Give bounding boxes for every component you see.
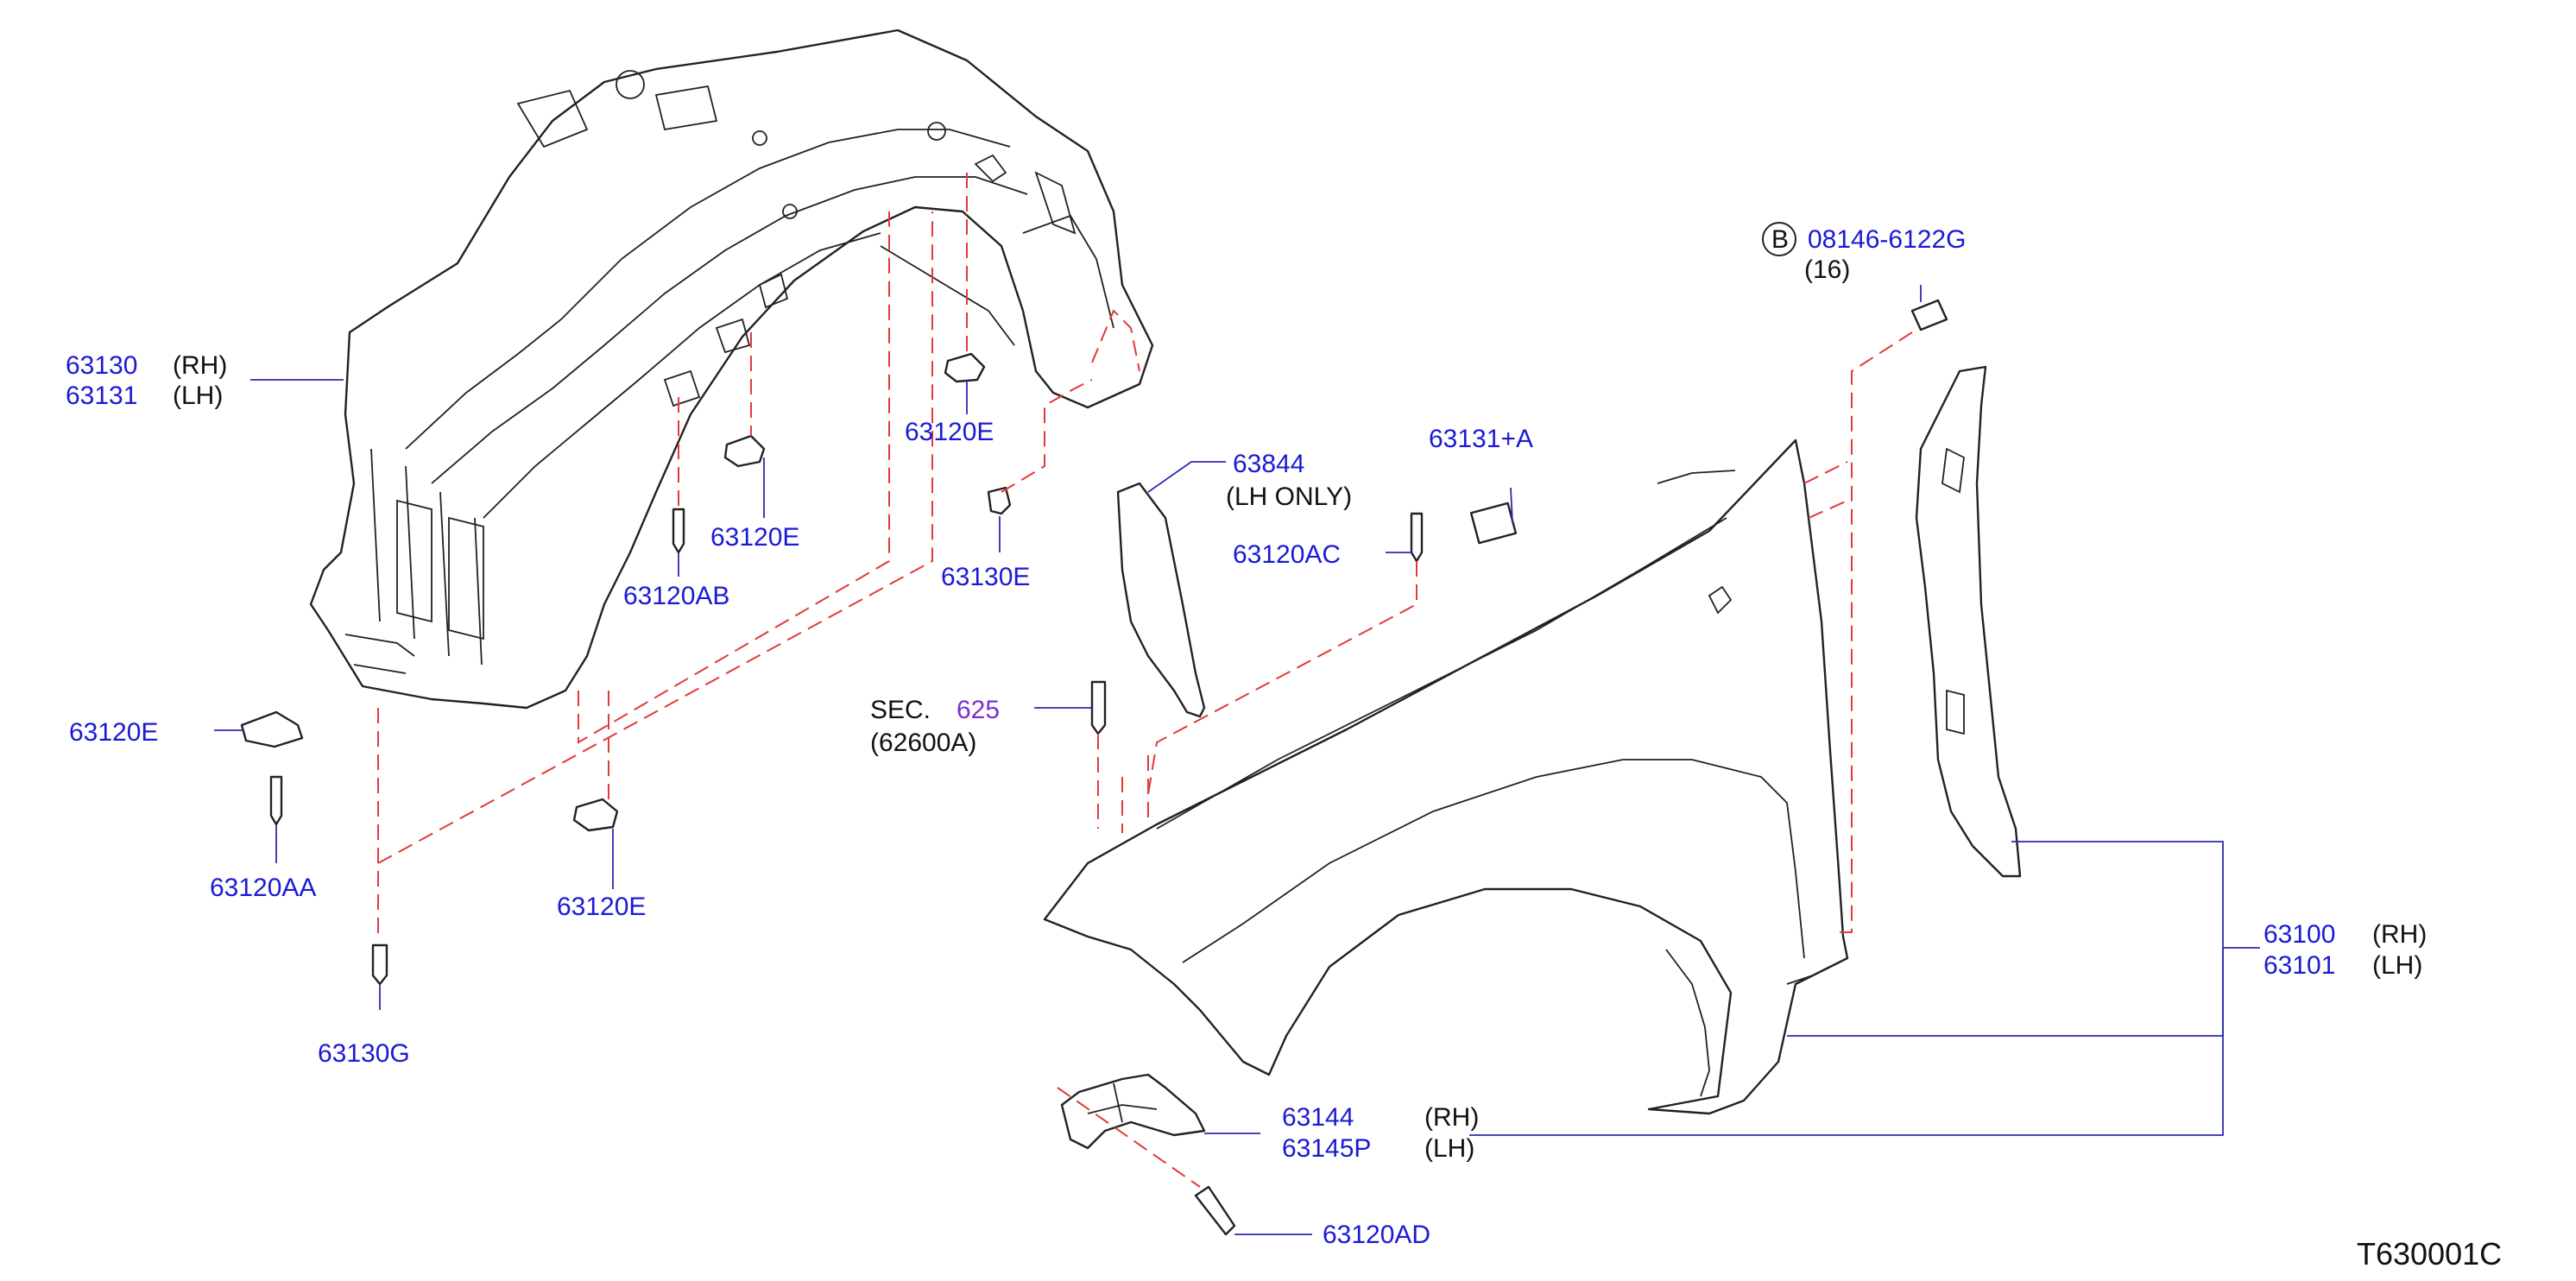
label-63144[interactable]: 63144 xyxy=(1282,1103,1354,1132)
label-sec-625[interactable]: 625 xyxy=(957,696,1000,724)
label-63131a[interactable]: 63131+A xyxy=(1429,425,1533,453)
label-63844-note: (LH ONLY) xyxy=(1226,483,1352,511)
label-63131a[interactable] xyxy=(1469,502,1518,545)
leader-lines xyxy=(214,285,2260,1235)
label-63101[interactable]: 63101 xyxy=(2263,951,2335,980)
label-63101-side: (LH) xyxy=(2372,951,2422,980)
label-63120ad[interactable]: 63120AD xyxy=(1323,1221,1430,1249)
label-08146-qty: (16) xyxy=(1804,256,1850,284)
label-63120ac[interactable]: 63120AC xyxy=(1233,540,1341,569)
fender-side-seal[interactable] xyxy=(1915,365,2022,878)
label-63130e[interactable]: 63130E xyxy=(941,563,1030,591)
label-63120e-top[interactable]: 63120E xyxy=(905,418,994,446)
label-63120e-bottom[interactable]: 63120E xyxy=(557,893,646,921)
label-63100[interactable]: 63100 xyxy=(2263,920,2335,949)
label-63145p-side: (LH) xyxy=(1424,1134,1474,1163)
front-fender[interactable] xyxy=(1043,439,1849,1115)
label-sec: SEC. xyxy=(870,696,931,724)
seal-63844[interactable] xyxy=(1116,482,1206,718)
label-63130g[interactable]: 63130G xyxy=(318,1039,410,1068)
fastener-screws[interactable] xyxy=(269,299,1948,1236)
label-63130[interactable]: 63130 xyxy=(66,351,137,380)
assembly-lines xyxy=(377,173,1913,1188)
label-63100-side: (RH) xyxy=(2372,920,2427,949)
label-63120e-mid[interactable]: 63120E xyxy=(710,523,799,552)
label-63131[interactable]: 63131 xyxy=(66,382,137,410)
label-63120aa[interactable]: 63120AA xyxy=(210,874,316,902)
fender-liner[interactable] xyxy=(309,28,1154,710)
label-08146-6122g[interactable]: 08146-6122G xyxy=(1808,225,1967,254)
label-63120e-left[interactable]: 63120E xyxy=(69,718,158,747)
label-63131-side: (LH) xyxy=(173,382,223,410)
label-62600a: (62600A) xyxy=(870,729,976,757)
fastener-clips[interactable] xyxy=(240,352,1012,832)
label-63130-side: (RH) xyxy=(173,351,227,380)
label-63145p[interactable]: 63145P xyxy=(1282,1134,1371,1163)
bolt-b-marker: B xyxy=(1771,225,1789,254)
label-63120ab[interactable]: 63120AB xyxy=(623,582,729,610)
bolt-b-marker-circle xyxy=(1762,222,1796,256)
label-63144-side: (RH) xyxy=(1424,1103,1479,1132)
fender-bracket[interactable] xyxy=(1060,1073,1206,1150)
label-63844[interactable]: 63844 xyxy=(1233,450,1304,478)
diagram-id: T630001C xyxy=(2357,1236,2502,1272)
